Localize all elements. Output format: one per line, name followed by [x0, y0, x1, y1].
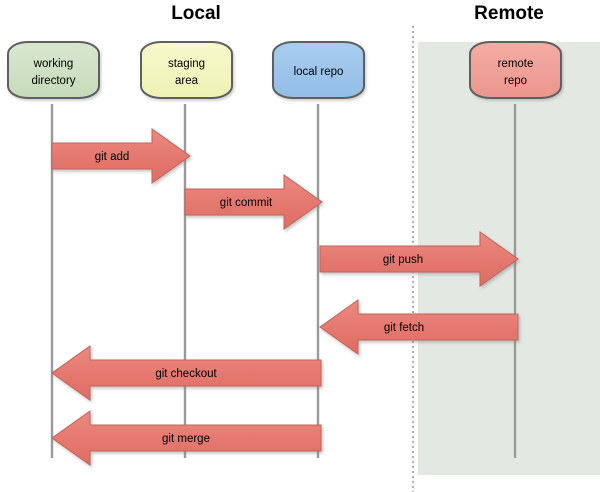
node-working-directory-label-line2: directory	[31, 75, 75, 87]
node-staging-area-box	[140, 41, 233, 99]
arrow-git-merge-label: git merge	[162, 433, 210, 445]
arrow-git-push-shape	[319, 231, 519, 287]
node-local-repo[interactable]: local repo	[272, 41, 365, 99]
node-working-directory-box	[7, 41, 100, 99]
node-remote-repo[interactable]: remote repo	[469, 41, 562, 99]
nodes: working directory staging area local rep…	[7, 41, 562, 99]
node-local-repo-box	[272, 41, 365, 99]
arrow-git-add[interactable]: git add	[51, 128, 191, 184]
node-local-repo-label: local repo	[294, 66, 344, 78]
arrow-git-checkout-label: git checkout	[155, 368, 217, 380]
node-remote-repo-label-line1: remote	[498, 58, 534, 70]
arrow-git-add-label: git add	[95, 151, 130, 163]
arrow-git-commit-shape	[184, 174, 323, 230]
node-staging-area-label-line1: staging	[168, 58, 205, 70]
arrow-git-merge-shape	[51, 410, 322, 466]
arrow-git-push[interactable]: git push	[319, 231, 519, 287]
arrow-git-fetch[interactable]: git fetch	[319, 299, 519, 355]
node-remote-repo-label-line2: repo	[504, 75, 527, 87]
arrow-git-commit[interactable]: git commit	[184, 174, 323, 230]
arrows: git add git commit git push git fetch gi…	[51, 128, 519, 466]
section-title-local: Local	[171, 3, 221, 24]
arrow-git-fetch-label: git fetch	[384, 322, 424, 334]
arrow-git-push-label: git push	[383, 254, 423, 266]
section-title-remote: Remote	[474, 3, 544, 24]
arrow-git-checkout-shape	[51, 345, 322, 401]
arrow-git-commit-label: git commit	[220, 197, 273, 209]
node-working-directory[interactable]: working directory	[7, 41, 100, 99]
arrow-git-add-shape	[51, 128, 191, 184]
node-staging-area-label-line2: area	[175, 75, 199, 87]
arrow-git-checkout[interactable]: git checkout	[51, 345, 322, 401]
arrow-git-fetch-shape	[319, 299, 519, 355]
node-staging-area[interactable]: staging area	[140, 41, 233, 99]
node-remote-repo-box	[469, 41, 562, 99]
arrow-git-merge[interactable]: git merge	[51, 410, 322, 466]
node-working-directory-label-line1: working	[33, 58, 74, 70]
